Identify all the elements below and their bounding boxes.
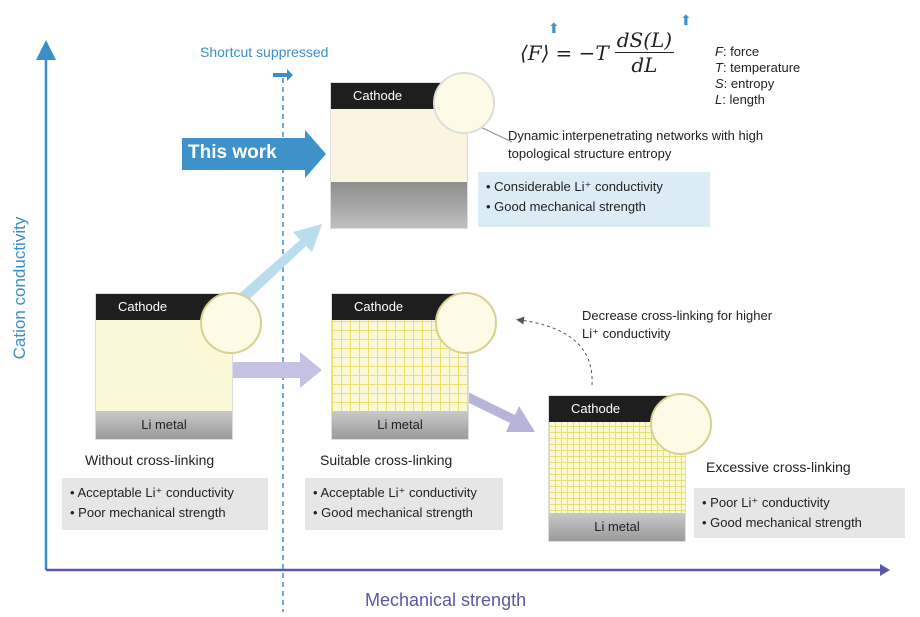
without-title: Without cross-linking	[85, 452, 215, 468]
network-caption: Dynamic interpenetrating networks with h…	[508, 128, 764, 161]
upgrade-arrow	[232, 224, 322, 308]
li-metal-label: Li metal	[96, 411, 232, 439]
suitable-properties: • Acceptable Li⁺ conductivity• Good mech…	[305, 478, 503, 530]
decrease-arrow	[516, 316, 593, 386]
x-axis-label: Mechanical strength	[365, 590, 527, 610]
up-arrow-icon: ⬆	[680, 12, 692, 28]
shortcut-arrow-icon	[273, 69, 293, 81]
dense-grid-zoom-circle	[650, 393, 712, 455]
excessive-title: Excessive cross-linking	[706, 459, 851, 475]
excessive-properties: • Poor Li⁺ conductivity• Good mechanical…	[694, 488, 905, 538]
fraction: dS(L) dL	[614, 28, 675, 77]
grid-zoom-circle	[435, 292, 497, 354]
li-metal-label: Li metal	[549, 513, 685, 541]
without-properties: • Acceptable Li⁺ conductivity• Poor mech…	[62, 478, 268, 530]
this-work-arrow	[182, 130, 326, 178]
decrease-note: Decrease cross-linking for higher Li⁺ co…	[582, 308, 773, 341]
suitable-title: Suitable cross-linking	[320, 452, 453, 468]
li-metal-label: Li metal	[332, 411, 468, 439]
up-arrow-icon: ⬆	[548, 20, 560, 36]
equation: ⟨F⟩ = −T dS(L) dL	[520, 28, 675, 77]
shortcut-label: Shortcut suppressed	[200, 44, 329, 60]
numerator: dS(L)	[614, 28, 675, 53]
denominator: dL	[631, 53, 658, 77]
polymer-zoom-circle	[200, 292, 262, 354]
crosslink-arrow	[232, 352, 322, 388]
network-zoom-circle	[433, 72, 495, 134]
equation-rhs: = −T	[555, 40, 609, 65]
this-work-label: This work	[188, 142, 277, 163]
panel-excessive-crosslinking: Cathode Li metal	[548, 395, 686, 542]
this-work-properties: • Considerable Li⁺ conductivity• Good me…	[478, 172, 710, 227]
y-axis-label: Cation conductivity	[10, 216, 29, 360]
variable-legend: F: force T: temperature S: entropy L: le…	[715, 44, 801, 107]
excess-arrow	[463, 392, 535, 432]
equation-lhs: ⟨F⟩	[520, 40, 550, 65]
li-metal-layer	[331, 182, 467, 228]
